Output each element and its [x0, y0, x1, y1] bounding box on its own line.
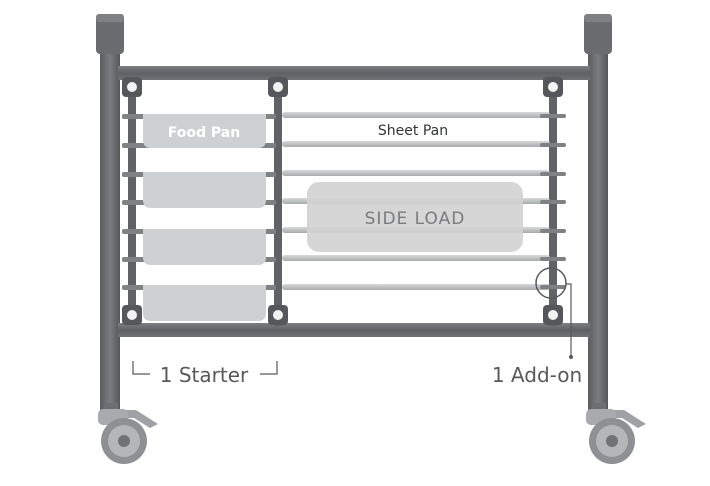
food-pan — [143, 285, 266, 321]
food-pan-label: Food Pan — [168, 125, 240, 141]
starter-bracket-left — [132, 361, 150, 375]
bolt-icon — [268, 77, 288, 97]
food-pans — [143, 114, 266, 321]
right-side-rail-stubs — [540, 114, 566, 289]
post-cap-icon — [584, 14, 612, 54]
bottom-rail — [118, 323, 590, 337]
bolt-icon — [543, 77, 563, 97]
sheet-pan-label: Sheet Pan — [378, 123, 448, 139]
caster-wheel-icon — [98, 403, 158, 464]
side-load-box — [307, 182, 523, 252]
right-post — [584, 14, 612, 415]
connector-bolts — [122, 77, 563, 325]
top-rail — [118, 66, 590, 80]
bolt-icon — [122, 77, 142, 97]
magnifier-circle-icon — [535, 267, 573, 359]
addon-label: 1 Add-on — [492, 363, 582, 387]
food-pan — [143, 114, 266, 148]
left-post — [96, 14, 124, 415]
bolt-icon — [122, 305, 142, 325]
caster-wheel-icon — [586, 403, 646, 464]
starter-bracket-right — [260, 361, 278, 375]
post-cap-icon — [96, 14, 124, 54]
bolt-icon — [268, 305, 288, 325]
bolt-icon — [543, 305, 563, 325]
food-pan — [143, 229, 266, 265]
side-load-label: SIDE LOAD — [365, 209, 466, 229]
middle-upright — [274, 76, 282, 326]
starter-label: 1 Starter — [160, 363, 249, 387]
food-pan — [143, 172, 266, 208]
